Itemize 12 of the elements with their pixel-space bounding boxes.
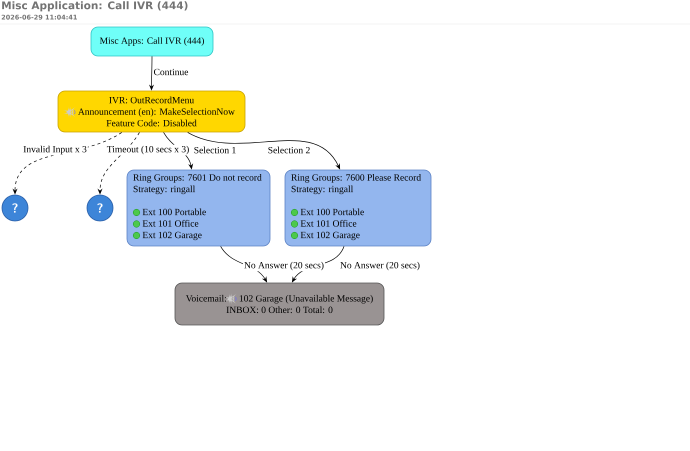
page-title: Misc Application: Call IVR (444) bbox=[2, 1, 188, 12]
edge-label: Invalid Input x 3 bbox=[22, 144, 88, 156]
edge-label: Selection 2 bbox=[266, 146, 312, 154]
app-box: Misc Apps: Call IVR (444) bbox=[90, 26, 214, 56]
ivr-box: IVR: OutRecordMenu Announcement (en): MakeSelectionNow Feature Code: Disabled bbox=[58, 90, 246, 132]
ring-group-box: Ring Groups: 7600 Please Record Strategy: ringall Ext 100 Portable Ext 101 Office Ext 102 Garage bbox=[284, 170, 432, 246]
edge-label: Selection 1 bbox=[192, 146, 238, 154]
edge-label: No Answer (20 secs) bbox=[243, 260, 325, 272]
edge-label: No Answer (20 secs) bbox=[339, 260, 421, 272]
ring-group-box: Ring Groups: 7601 Do not record Strategy: ringall Ext 100 Portable Ext 101 Office Ext 102 Garage bbox=[126, 170, 270, 246]
voicemail-box: Voicemail: 102 Garage (Unavailable Message) INBOX: 0 Other: 0 Total: 0 bbox=[174, 282, 384, 326]
edge-label: Timeout (10 secs x 3) bbox=[106, 144, 190, 156]
